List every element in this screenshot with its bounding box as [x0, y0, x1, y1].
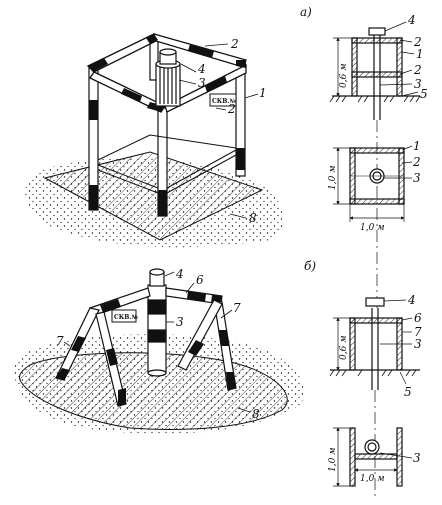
dim-height-a: 0,6 м	[339, 63, 349, 88]
callout-pa-2: 2	[230, 37, 239, 51]
callout-a-side-3: 3	[414, 77, 422, 91]
ground-hatch-a	[43, 151, 264, 241]
well-sign-text-a: СКВ.№	[212, 98, 236, 105]
pictorial-b: СКВ.№ 4 6 3 7 7 8	[14, 267, 305, 434]
dim-height-b: 0,6 м	[339, 335, 349, 360]
well-sign-text-b: СКВ.№	[114, 314, 138, 321]
dim-plan-height-b: 1,0 м	[328, 447, 338, 472]
callout-a-side-2b: 2	[413, 63, 422, 77]
callout-b-side-3: 3	[414, 337, 422, 351]
post-bands-a	[89, 100, 245, 216]
panel-a-marker: а)	[300, 5, 312, 19]
callout-pb-6: 6	[196, 273, 204, 287]
ground-ticks-a	[329, 95, 421, 103]
callout-pb-8: 8	[252, 407, 260, 421]
plan-view-b	[349, 427, 403, 487]
panel-b-marker: б)	[304, 259, 316, 273]
plan-view-a	[349, 147, 405, 205]
callout-a-side-1: 1	[416, 47, 424, 61]
ground-hatch-b	[19, 352, 288, 430]
casing-a	[155, 48, 181, 107]
callout-pa-4: 4	[197, 62, 206, 76]
well-sign-a	[209, 93, 237, 107]
leg-bands-b	[56, 330, 236, 406]
callout-pb-7b: 7	[56, 334, 64, 348]
callout-pa-2b: 2	[227, 102, 236, 116]
callout-b-side-4: 4	[407, 293, 416, 307]
lower-rails-a	[97, 134, 237, 194]
callout-a-side-4: 4	[407, 13, 416, 27]
callout-pb-7: 7	[233, 301, 241, 315]
frame-bands-a	[88, 34, 246, 112]
callout-pb-3: 3	[176, 315, 184, 329]
casing-b	[147, 268, 167, 377]
dim-plan-height-a: 1,0 м	[328, 165, 338, 190]
callout-pb-4: 4	[175, 267, 184, 281]
ortho-a: а) 0,6 м	[300, 5, 428, 310]
well-sign-b	[111, 309, 137, 323]
callout-pa-1: 1	[259, 86, 267, 100]
callout-b-side-5: 5	[404, 385, 412, 399]
callout-b-side-7: 7	[414, 325, 422, 339]
callout-pa-3: 3	[198, 76, 206, 90]
dim-plan-width-b: 1,0 м	[360, 474, 385, 484]
callout-pa-8: 8	[249, 211, 257, 225]
pictorial-a: СКВ.№ 2 4 3 2 1 8	[25, 33, 284, 248]
callout-a-side-2: 2	[413, 35, 422, 49]
callout-a-plan-2: 2	[412, 155, 421, 169]
dim-plan-width-a: 1,0 м	[360, 223, 385, 233]
ortho-b: б) 0,6 м 4 6	[304, 259, 422, 498]
callout-b-side-6: 6	[414, 311, 422, 325]
callout-b-plan-3: 3	[413, 451, 421, 465]
callout-a-plan-3: 3	[413, 171, 421, 185]
callout-a-side-5: 5	[420, 87, 428, 101]
callout-a-plan-1: 1	[413, 139, 421, 153]
